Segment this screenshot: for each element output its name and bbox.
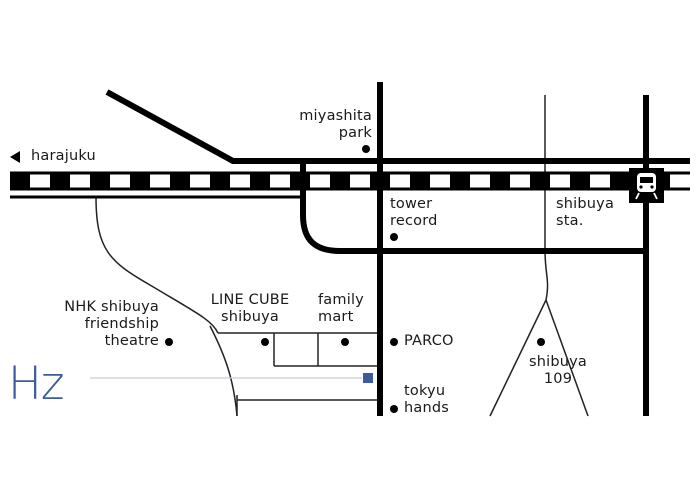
rail-tie bbox=[450, 173, 470, 189]
rail-tie bbox=[570, 173, 590, 189]
triangle-left-icon bbox=[10, 151, 20, 163]
label-line: hands bbox=[404, 400, 450, 416]
label-tokyu-hands: tokyu hands bbox=[404, 383, 449, 417]
label-line: sta. bbox=[556, 213, 584, 229]
rail-tie bbox=[130, 173, 150, 189]
label-parco: PARCO bbox=[404, 333, 454, 349]
label-shibuya-station: shibuya sta. bbox=[556, 196, 614, 230]
dot-miyashita-park bbox=[362, 145, 370, 153]
label-line: LINE CUBE bbox=[210, 292, 290, 308]
dot-parco bbox=[390, 338, 398, 346]
rail-ties bbox=[10, 173, 670, 189]
rail-tie bbox=[210, 173, 230, 189]
label-line: park bbox=[338, 125, 372, 141]
rail-tie bbox=[530, 173, 550, 189]
label-line: record bbox=[390, 213, 438, 229]
label-line: 109 bbox=[543, 371, 573, 387]
train-icon bbox=[629, 168, 664, 203]
direction-label: harajuku bbox=[31, 148, 96, 164]
thin-streets bbox=[95, 95, 589, 417]
label-family-mart: family mart bbox=[318, 292, 364, 326]
label-line: NHK shibuya bbox=[64, 299, 159, 315]
main-roads bbox=[105, 82, 690, 416]
street-west-curve bbox=[209, 325, 238, 417]
label-miyashita-park: miyashita park bbox=[299, 108, 372, 142]
label-line-cube: LINE CUBE shibuya bbox=[203, 292, 297, 326]
label-shibuya-109: shibuya 109 bbox=[520, 354, 596, 388]
label-tower-record: tower record bbox=[390, 196, 438, 230]
rail-tie bbox=[50, 173, 70, 189]
label-line: theatre bbox=[104, 333, 159, 349]
rail-tie bbox=[330, 173, 350, 189]
landmark-dots bbox=[165, 145, 545, 413]
label-line: mart bbox=[318, 309, 354, 325]
brand-logo: Hz bbox=[8, 357, 64, 410]
label-line: tokyu bbox=[404, 383, 446, 399]
rail-tie bbox=[250, 173, 270, 189]
label-line: miyashita bbox=[299, 108, 372, 124]
dot-nhk bbox=[165, 338, 173, 346]
rail-tie bbox=[410, 173, 430, 189]
label-line: friendship bbox=[84, 316, 159, 332]
label-line: shibuya bbox=[556, 196, 615, 212]
road-loop bbox=[300, 161, 646, 254]
street-109-right bbox=[545, 299, 589, 417]
rail-tie bbox=[370, 173, 390, 189]
street-nhk-curve bbox=[95, 196, 219, 334]
dot-family-mart bbox=[341, 338, 349, 346]
rail-tie bbox=[10, 173, 30, 189]
rail-tie bbox=[90, 173, 110, 189]
dot-tower-record bbox=[390, 233, 398, 241]
label-line: shibuya bbox=[528, 354, 588, 370]
road-meiji-dori bbox=[105, 89, 690, 164]
shop-location-marker bbox=[363, 373, 373, 383]
dot-shibuya-109 bbox=[537, 338, 545, 346]
rail-tie bbox=[290, 173, 310, 189]
rail-tie bbox=[610, 173, 630, 189]
label-line: family bbox=[318, 292, 364, 308]
railway bbox=[10, 171, 690, 199]
rail-tie bbox=[490, 173, 510, 189]
label-line: shibuya bbox=[220, 309, 280, 325]
rail-tie bbox=[170, 173, 190, 189]
dot-line-cube bbox=[261, 338, 269, 346]
label-line: tower bbox=[390, 196, 433, 212]
label-nhk-theatre: NHK shibuya friendship theatre bbox=[64, 299, 159, 350]
dot-tokyu-hands bbox=[390, 405, 398, 413]
